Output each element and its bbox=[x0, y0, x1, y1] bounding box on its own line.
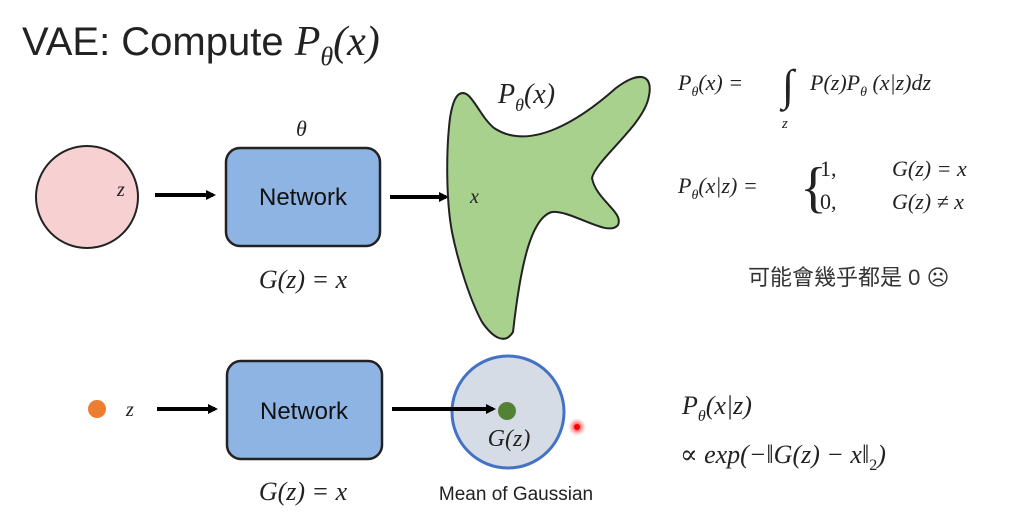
mapping-label-top: G(z) = x bbox=[259, 265, 348, 294]
data-distribution-shape bbox=[446, 76, 651, 340]
latent-z-label-bottom: z bbox=[125, 399, 134, 421]
case2-value: 0, bbox=[820, 189, 837, 214]
mean-label: G(z) bbox=[488, 426, 531, 452]
gaussian-mean-dot bbox=[498, 402, 516, 420]
network-label-bottom: Network bbox=[260, 398, 349, 425]
network-box-top bbox=[224, 146, 382, 248]
case1-condition: G(z) = x bbox=[892, 156, 967, 181]
small-latent-dot bbox=[88, 400, 106, 418]
gaussian-likelihood-lhs: Pθ(x|z) bbox=[681, 391, 752, 425]
note-text: 可能會幾乎都是 0 ☹ bbox=[748, 265, 949, 290]
integral-subscript: z bbox=[781, 116, 788, 132]
marginal-integrand: P(z)Pθ (x|z)dz bbox=[809, 70, 932, 100]
gaussian-caption: Mean of Gaussian bbox=[439, 484, 593, 505]
slide-title: VAE: Compute Pθ(x) bbox=[22, 19, 380, 71]
latent-circle bbox=[35, 145, 139, 249]
network-box-bottom bbox=[225, 359, 384, 461]
gaussian-likelihood-rhs: ∝ exp(−‖G(z) − x‖2) bbox=[680, 440, 886, 474]
cases-brace: { bbox=[800, 157, 827, 219]
mapping-label-bottom: G(z) = x bbox=[259, 477, 348, 506]
marginal-likelihood-equation: Pθ(x) = bbox=[677, 70, 743, 100]
latent-z-label: z bbox=[116, 179, 125, 201]
integral-sign: ∫ bbox=[779, 61, 797, 112]
network-label-top: Network bbox=[259, 184, 348, 211]
laser-pointer-dot bbox=[574, 424, 580, 430]
case1-value: 1, bbox=[820, 156, 837, 181]
case2-condition: G(z) ≠ x bbox=[892, 189, 964, 214]
sample-x-label: x bbox=[469, 186, 479, 208]
theta-label: θ bbox=[296, 116, 307, 141]
distribution-label: Pθ(x) bbox=[497, 79, 555, 115]
conditional-equation-lhs: Pθ(x|z) = bbox=[677, 173, 758, 203]
